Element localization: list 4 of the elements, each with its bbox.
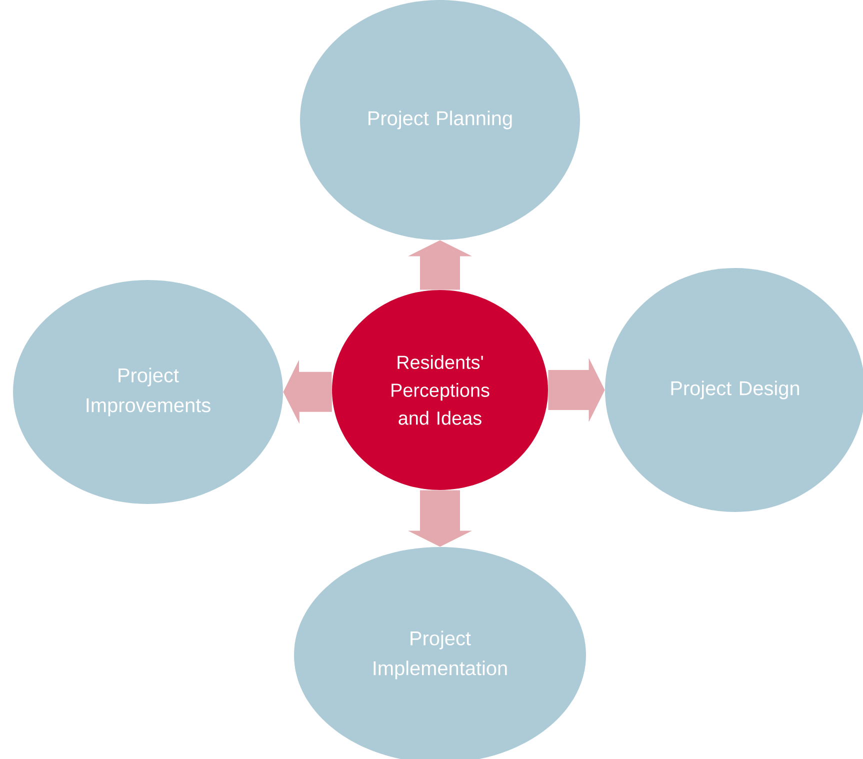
block-arrow	[408, 490, 472, 547]
block-arrow	[408, 240, 472, 290]
block-arrow	[283, 360, 332, 424]
block-arrow	[548, 358, 605, 422]
